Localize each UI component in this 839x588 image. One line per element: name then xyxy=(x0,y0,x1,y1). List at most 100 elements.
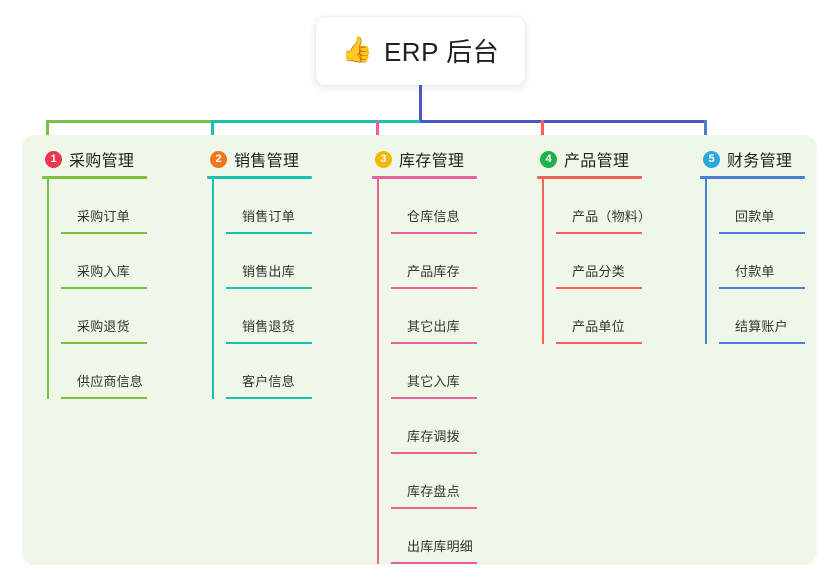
branch-spine xyxy=(212,179,214,399)
leaf-item-label: 产品单位 xyxy=(572,319,625,334)
branches-panel xyxy=(22,135,817,565)
leaf-item-label: 销售订单 xyxy=(242,209,295,224)
bus-segment-2 xyxy=(211,120,422,123)
leaf-item-underline xyxy=(391,562,477,564)
branch-number-badge: 1 xyxy=(45,150,62,168)
leaf-item[interactable]: 销售订单 xyxy=(226,179,312,234)
leaf-item-underline xyxy=(61,232,147,234)
leaf-item[interactable]: 付款单 xyxy=(719,234,805,289)
leaf-item-underline xyxy=(719,287,805,289)
branch-column-采购管理: 1 采购管理采购订单采购入库采购退货供应商信息 xyxy=(42,147,147,399)
branch-spine xyxy=(542,179,544,344)
leaf-item-underline xyxy=(556,342,642,344)
drop-connector-1 xyxy=(46,120,49,147)
branch-header-销售管理[interactable]: 2 销售管理 xyxy=(207,147,312,171)
leaf-item[interactable]: 采购订单 xyxy=(61,179,147,234)
branch-underline xyxy=(42,176,147,179)
branch-spine xyxy=(47,179,49,399)
leaf-item[interactable]: 仓库信息 xyxy=(391,179,477,234)
leaf-item-label: 出库库明细 xyxy=(407,539,474,554)
leaf-item-underline xyxy=(61,342,147,344)
leaf-item-underline xyxy=(226,342,312,344)
drop-connector-4 xyxy=(541,120,544,147)
branch-item-list: 销售订单销售出库销售退货客户信息 xyxy=(207,179,312,399)
leaf-item-label: 产品库存 xyxy=(407,264,460,279)
leaf-item-underline xyxy=(719,342,805,344)
leaf-item[interactable]: 产品单位 xyxy=(556,289,642,344)
leaf-item-underline xyxy=(719,232,805,234)
leaf-item[interactable]: 库存盘点 xyxy=(391,454,477,509)
drop-connector-5 xyxy=(704,120,707,147)
branch-title: 库存管理 xyxy=(399,153,465,170)
branch-item-list: 采购订单采购入库采购退货供应商信息 xyxy=(42,179,147,399)
leaf-item[interactable]: 采购退货 xyxy=(61,289,147,344)
branch-column-产品管理: 4 产品管理产品（物料） 产品分类产品单位 xyxy=(537,147,651,344)
leaf-item-label: 采购订单 xyxy=(77,209,130,224)
leaf-item[interactable]: 回款单 xyxy=(719,179,805,234)
leaf-item[interactable]: 销售出库 xyxy=(226,234,312,289)
leaf-item-label: 回款单 xyxy=(735,209,775,224)
leaf-item-underline xyxy=(391,507,477,509)
branch-underline xyxy=(207,176,312,179)
branch-number-badge: 3 xyxy=(375,150,392,168)
leaf-item-label: 销售退货 xyxy=(242,319,295,334)
leaf-item[interactable]: 销售退货 xyxy=(226,289,312,344)
branch-title: 财务管理 xyxy=(727,153,793,170)
branch-number-badge: 2 xyxy=(210,150,227,168)
drop-connector-2 xyxy=(211,120,214,147)
leaf-item[interactable]: 其它入库 xyxy=(391,344,477,399)
root-node[interactable]: 👍 ERP 后台 xyxy=(316,17,525,85)
branch-item-list: 产品（物料） 产品分类产品单位 xyxy=(537,179,651,344)
branch-number-badge: 4 xyxy=(540,150,557,168)
leaf-item-label: 销售出库 xyxy=(242,264,295,279)
leaf-item[interactable]: 采购入库 xyxy=(61,234,147,289)
leaf-item-label: 结算账户 xyxy=(735,319,788,334)
branch-column-库存管理: 3 库存管理仓库信息产品库存其它出库其它入库库存调拨库存盘点出库库明细 xyxy=(372,147,477,564)
leaf-item[interactable]: 产品分类 xyxy=(556,234,642,289)
leaf-item[interactable]: 产品（物料） xyxy=(556,179,651,234)
branch-title: 产品管理 xyxy=(564,153,630,170)
root-node-title: ERP 后台 xyxy=(383,36,500,67)
leaf-item-label: 其它入库 xyxy=(407,374,460,389)
branch-column-销售管理: 2 销售管理销售订单销售出库销售退货客户信息 xyxy=(207,147,312,399)
branch-item-list: 仓库信息产品库存其它出库其它入库库存调拨库存盘点出库库明细 xyxy=(372,179,477,564)
branch-item-list: 回款单付款单结算账户 xyxy=(700,179,805,344)
leaf-item[interactable]: 结算账户 xyxy=(719,289,805,344)
leaf-item-underline xyxy=(391,452,477,454)
leaf-item[interactable]: 客户信息 xyxy=(226,344,312,399)
bus-segment-3 xyxy=(420,120,707,123)
leaf-item[interactable]: 库存调拨 xyxy=(391,399,477,454)
leaf-item-label: 采购退货 xyxy=(77,319,130,334)
leaf-item-label: 仓库信息 xyxy=(407,209,460,224)
leaf-item-underline xyxy=(61,287,147,289)
leaf-item-underline xyxy=(226,397,312,399)
branch-header-产品管理[interactable]: 4 产品管理 xyxy=(537,147,642,171)
root-node-content: 👍 ERP 后台 xyxy=(342,32,499,69)
leaf-item[interactable]: 出库库明细 xyxy=(391,509,477,564)
leaf-item-label: 库存调拨 xyxy=(407,429,460,444)
branch-header-库存管理[interactable]: 3 库存管理 xyxy=(372,147,477,171)
leaf-item-underline xyxy=(391,342,477,344)
leaf-item-label: 产品分类 xyxy=(572,264,625,279)
branch-title: 销售管理 xyxy=(234,153,300,170)
leaf-item-label: 产品（物料） xyxy=(572,209,652,224)
leaf-item-label: 库存盘点 xyxy=(407,484,460,499)
branch-underline xyxy=(372,176,477,179)
trunk-connector xyxy=(419,85,422,122)
leaf-item[interactable]: 供应商信息 xyxy=(61,344,147,399)
leaf-item-underline xyxy=(226,287,312,289)
leaf-item-underline xyxy=(391,397,477,399)
branch-spine xyxy=(377,179,379,564)
branch-header-采购管理[interactable]: 1 采购管理 xyxy=(42,147,147,171)
leaf-item-label: 采购入库 xyxy=(77,264,130,279)
leaf-item[interactable]: 其它出库 xyxy=(391,289,477,344)
leaf-item-underline xyxy=(556,232,642,234)
leaf-item-underline xyxy=(226,232,312,234)
branch-underline xyxy=(700,176,805,179)
branch-title: 采购管理 xyxy=(69,153,135,170)
branch-underline xyxy=(537,176,642,179)
leaf-item[interactable]: 产品库存 xyxy=(391,234,477,289)
